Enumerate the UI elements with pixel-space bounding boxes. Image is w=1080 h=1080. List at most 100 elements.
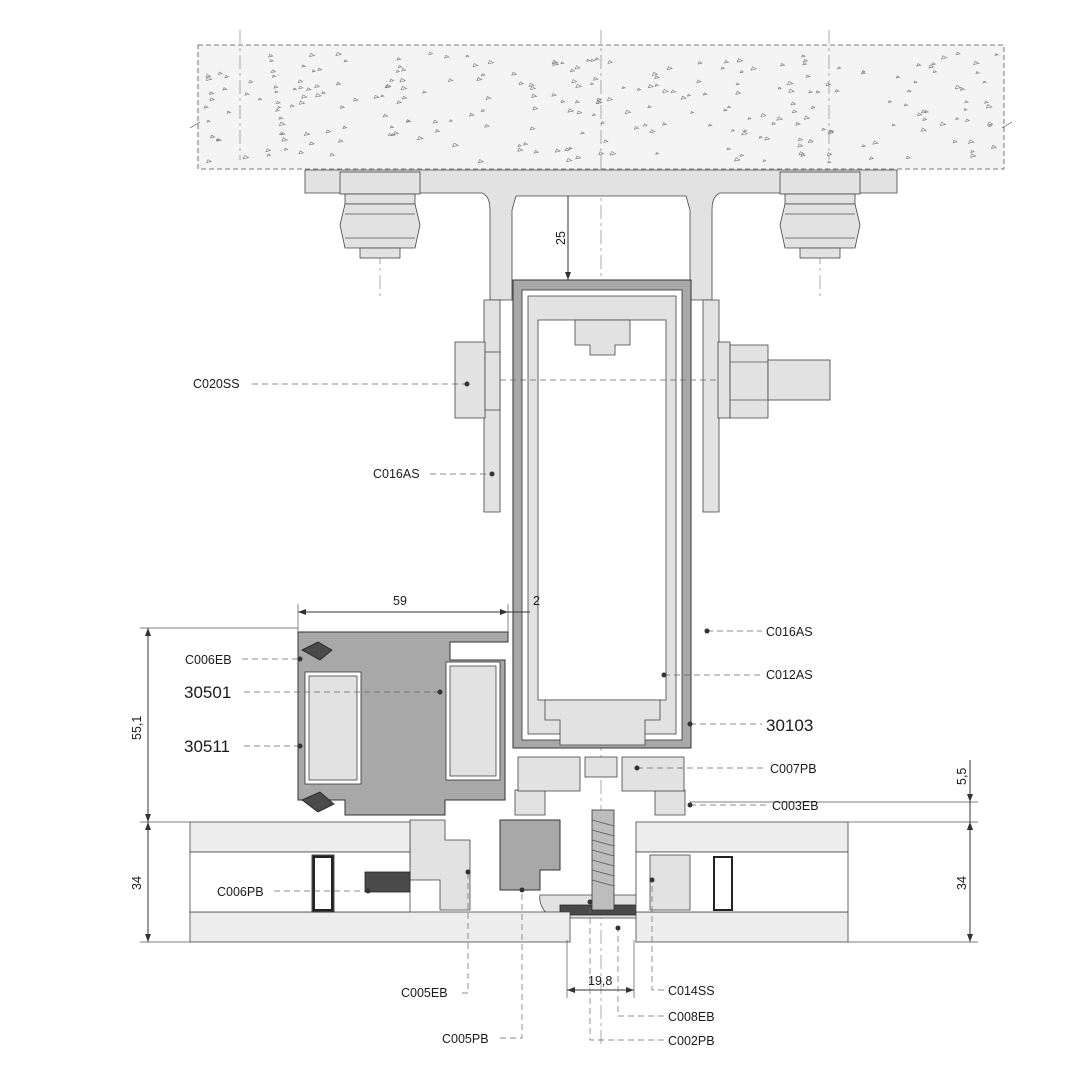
- concrete-speckle: [269, 59, 274, 63]
- concrete-speckle: [647, 84, 655, 89]
- concrete-speckle: [257, 97, 263, 101]
- concrete-speckle: [594, 57, 600, 61]
- concrete-speckle: [872, 140, 879, 145]
- concrete-speckle: [580, 131, 586, 135]
- concrete-speckle: [353, 97, 359, 102]
- concrete-speckle: [776, 116, 784, 121]
- concrete-speckle: [278, 121, 286, 127]
- concrete-speckle: [662, 88, 669, 94]
- glass-unit-left: [189, 821, 571, 943]
- concrete-speckle: [736, 58, 744, 63]
- concrete-speckle: [335, 51, 342, 57]
- concrete-speckle: [786, 80, 794, 86]
- label-c003eb: C003EB: [687, 799, 819, 813]
- glass-unit-right: [635, 821, 849, 943]
- concrete-speckle: [598, 151, 605, 156]
- concrete-speckle: [317, 67, 323, 71]
- concrete-speckle: [940, 55, 948, 60]
- concrete-speckle: [301, 94, 308, 99]
- concrete-speckle: [325, 129, 332, 134]
- concrete-speckle: [401, 95, 408, 100]
- svg-text:2: 2: [533, 594, 540, 608]
- concrete-speckle: [574, 65, 581, 70]
- concrete-speckle: [517, 147, 524, 152]
- concrete-speckle: [518, 81, 525, 86]
- concrete-speckle: [758, 135, 764, 139]
- concrete-speckle: [747, 117, 752, 120]
- concrete-speckle: [226, 110, 232, 114]
- concrete-speckle: [575, 83, 583, 89]
- concrete-speckle: [739, 153, 745, 157]
- concrete-speckle: [798, 151, 805, 156]
- concrete-speckle: [567, 108, 574, 113]
- concrete-speckle: [528, 82, 535, 87]
- concrete-speckle: [224, 74, 230, 79]
- dimension-59: 59: [297, 594, 509, 632]
- svg-text:34: 34: [955, 876, 969, 890]
- concrete-speckle: [248, 79, 254, 84]
- label-c002pb: C002PB: [587, 899, 715, 1048]
- label-c008eb: C008EB: [615, 925, 715, 1024]
- label-c006eb: C006EB: [185, 653, 303, 667]
- svg-text:30511: 30511: [184, 737, 230, 756]
- concrete-speckle: [647, 105, 652, 109]
- concrete-speckle: [477, 159, 485, 164]
- concrete-speckle: [551, 59, 559, 65]
- concrete-speckle: [895, 75, 901, 79]
- concrete-speckle: [301, 64, 307, 68]
- concrete-speckle: [924, 110, 929, 114]
- concrete-speckle: [268, 53, 274, 58]
- label-30511: 30511: [184, 737, 303, 756]
- concrete-speckle: [393, 131, 400, 135]
- concrete-speckle: [397, 64, 403, 69]
- concrete-speckle: [465, 54, 470, 58]
- concrete-speckle: [777, 86, 782, 90]
- concrete-speckle: [209, 97, 216, 102]
- concrete-speckle: [337, 139, 344, 143]
- concrete-speckle: [649, 129, 656, 134]
- concrete-speckle: [723, 59, 730, 64]
- concrete-speckle: [382, 113, 389, 118]
- concrete-speckle: [511, 71, 518, 76]
- concrete-speckle: [306, 87, 312, 91]
- concrete-speckle: [965, 118, 971, 122]
- svg-text:C020SS: C020SS: [193, 377, 240, 391]
- concrete-speckle: [406, 119, 412, 123]
- concrete-speckle: [834, 89, 840, 93]
- concrete-speckle: [964, 100, 969, 104]
- dimension-55-1: 55,1: [130, 627, 298, 823]
- concrete-speckle: [342, 125, 348, 129]
- concrete-speckle: [596, 100, 603, 104]
- label-c016as-right: C016AS: [704, 625, 813, 639]
- concrete-speckle: [568, 146, 573, 150]
- concrete-speckle: [576, 110, 583, 115]
- concrete-speckle: [734, 157, 741, 162]
- concrete-speckle: [760, 113, 767, 118]
- concrete-speckle: [826, 152, 833, 156]
- concrete-speckle: [994, 53, 999, 56]
- concrete-speckle: [803, 115, 811, 120]
- concrete-speckle: [596, 97, 602, 101]
- label-c020ss: C020SS: [193, 377, 470, 391]
- concrete-speckle: [797, 137, 804, 142]
- concrete-speckle: [905, 155, 911, 160]
- concrete-speckle: [655, 152, 660, 155]
- concrete-speckle: [265, 148, 272, 152]
- label-c005pb: C005PB: [442, 887, 525, 1046]
- concrete-speckle: [802, 58, 809, 63]
- concrete-speckle: [298, 150, 305, 155]
- concrete-speckle: [955, 117, 960, 120]
- concrete-speckle: [887, 100, 893, 103]
- concrete-speckle: [903, 103, 909, 107]
- concrete-speckle: [891, 123, 896, 127]
- concrete-speckle: [222, 87, 228, 91]
- concrete-speckle: [215, 138, 220, 142]
- concrete-speckle: [281, 132, 286, 136]
- concrete-speckle: [560, 99, 566, 104]
- concrete-speckle: [651, 71, 659, 76]
- concrete-speckle: [569, 68, 576, 73]
- concrete-speckle: [788, 88, 795, 94]
- concrete-speckle: [275, 100, 282, 105]
- svg-text:C002PB: C002PB: [668, 1034, 715, 1048]
- concrete-speckle: [389, 78, 395, 82]
